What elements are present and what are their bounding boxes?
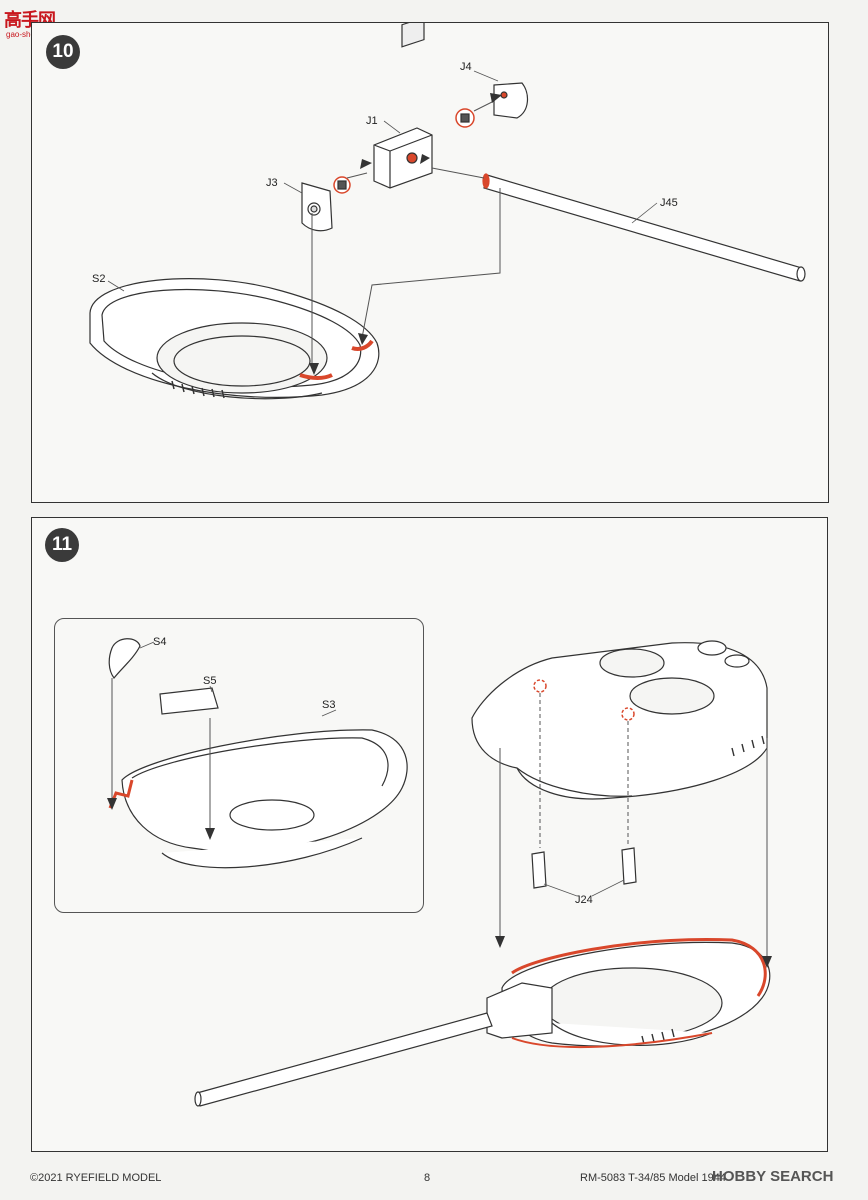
label-s5: S5: [203, 675, 217, 687]
label-j3: J3: [266, 177, 278, 189]
part-s3: [121, 729, 408, 869]
footer-brand-watermark: HOBBY SEARCH: [712, 1168, 834, 1185]
footer-page-number: 8: [424, 1172, 431, 1184]
step-10-panel: 10: [31, 22, 829, 503]
step-10-badge: 10: [46, 35, 80, 69]
part-j24: [531, 847, 637, 889]
label-j4: J4: [460, 61, 472, 73]
label-j1: J1: [366, 115, 378, 127]
label-j24: J24: [575, 894, 593, 906]
part-j45-barrel: [482, 173, 806, 282]
label-s2: S2: [92, 273, 106, 285]
label-s4: S4: [153, 636, 167, 648]
label-j45: J45: [660, 197, 678, 209]
footer-model-code: RM-5083 T-34/85 Model 1944: [580, 1172, 726, 1184]
step-11-illustration: [107, 638, 772, 1107]
footer-copyright: ©2021 RYEFIELD MODEL: [30, 1172, 162, 1184]
turret-ring-s2: [89, 278, 380, 400]
label-s3: S3: [322, 699, 336, 711]
step-11-panel: 11: [31, 517, 828, 1152]
arrowheads: [309, 93, 502, 375]
glue-ring: [511, 938, 767, 997]
part-s5: [159, 687, 219, 715]
step-11-badge: 11: [45, 528, 79, 562]
step-10-illustration: [89, 23, 806, 400]
assembly-guide-lines: [311, 100, 501, 368]
turret-upper-body: [471, 640, 768, 800]
part-j3: [301, 182, 333, 232]
glue-mark-right: [351, 339, 374, 352]
lower-assembly: [194, 941, 771, 1107]
part-s4: [108, 638, 141, 679]
no-glue-icon: [333, 108, 475, 194]
glue-ring-lower: [511, 1032, 713, 1049]
glue-mark-left: [299, 373, 333, 380]
mount-points: [533, 679, 635, 721]
part-j4: [493, 82, 528, 119]
subassembly-inset: [54, 618, 424, 913]
part-j1: [373, 23, 433, 189]
